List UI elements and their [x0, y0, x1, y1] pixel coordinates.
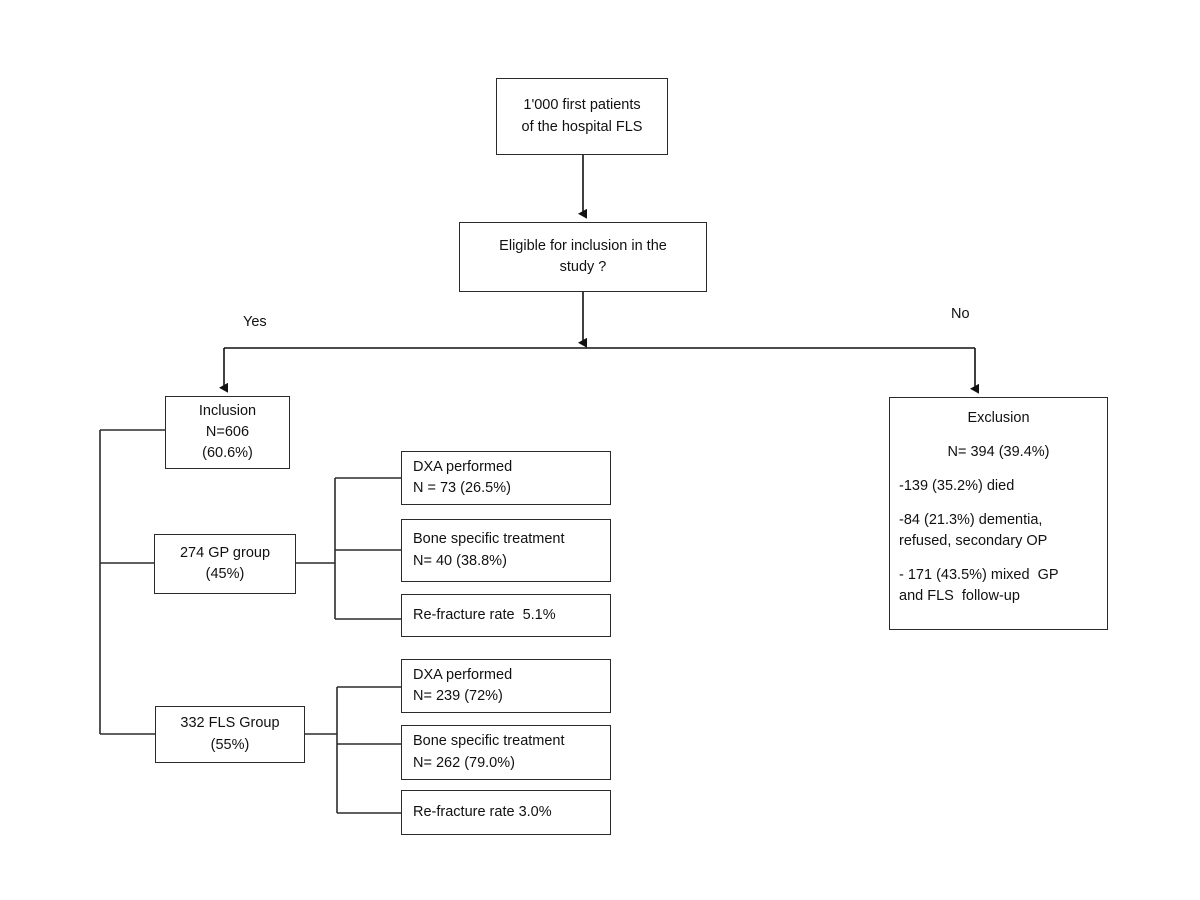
- inclusion-line-3: (60.6%): [202, 445, 253, 461]
- eligibility-line-2: study ?: [559, 259, 607, 275]
- exclusion-box: Exclusion N= 394 (39.4%) -139 (35.2%) di…: [889, 397, 1108, 630]
- fls-refracture-box: Re-fracture rate 3.0%: [401, 790, 611, 835]
- fls-dxa-line-1: DXA performed: [413, 666, 513, 683]
- inclusion-line-1: Inclusion: [198, 402, 257, 419]
- exclusion-total: N= 394 (39.4%): [947, 444, 1050, 461]
- exclusion-block-title: Exclusion: [890, 408, 1107, 429]
- cohort-box: 1'000 first patients of the hospital FLS: [496, 78, 668, 155]
- exclusion-mixed-line-2: and FLS follow-up: [899, 588, 1020, 605]
- gp-treatment-box: Bone specific treatment N= 40 (38.8%): [401, 519, 611, 582]
- fls-treatment-box: Bone specific treatment N= 262 (79.0%): [401, 725, 611, 780]
- fls-refracture-line-1: Re-fracture rate 3.0%: [413, 803, 552, 820]
- eligibility-line-1: Eligible for inclusion in the: [499, 237, 667, 254]
- fls-treatment-line-1: Bone specific treatment: [413, 733, 565, 750]
- exclusion-dementia-line-2: refused, secondary OP: [899, 533, 1048, 550]
- gp-refracture-box: Re-fracture rate 5.1%: [401, 594, 611, 637]
- edge-label-no: No: [951, 306, 970, 322]
- exclusion-block-dementia: -84 (21.3%) dementia, refused, secondary…: [890, 510, 1107, 552]
- exclusion-mixed-line-1: - 171 (43.5%) mixed GP: [899, 567, 1059, 584]
- fls-dxa-box: DXA performed N= 239 (72%): [401, 659, 611, 713]
- fls-group-line-1: 332 FLS Group: [180, 715, 280, 732]
- gp-treatment-line-2: N= 40 (38.8%): [413, 552, 507, 569]
- eligibility-decision-box: Eligible for inclusion in the study ?: [459, 222, 707, 292]
- gp-dxa-box: DXA performed N = 73 (26.5%): [401, 451, 611, 505]
- gp-group-line-2: (45%): [205, 566, 245, 582]
- edge-label-yes: Yes: [243, 314, 267, 330]
- cohort-line-2: of the hospital FLS: [521, 118, 643, 135]
- exclusion-dementia-line-1: -84 (21.3%) dementia,: [899, 512, 1043, 529]
- gp-group-box: 274 GP group (45%): [154, 534, 296, 594]
- inclusion-line-2: N=606: [205, 423, 250, 440]
- exclusion-title: Exclusion: [967, 410, 1030, 426]
- gp-group-line-1: 274 GP group: [179, 544, 271, 561]
- fls-group-line-2: (55%): [210, 736, 250, 753]
- gp-dxa-line-1: DXA performed: [413, 458, 513, 475]
- fls-dxa-line-2: N= 239 (72%): [413, 688, 503, 704]
- exclusion-died: -139 (35.2%) died: [899, 478, 1015, 495]
- gp-refracture-line-1: Re-fracture rate 5.1%: [413, 606, 556, 623]
- gp-dxa-line-2: N = 73 (26.5%): [413, 480, 511, 496]
- exclusion-block-total: N= 394 (39.4%): [890, 442, 1107, 463]
- fls-treatment-line-2: N= 262 (79.0%): [413, 754, 515, 771]
- exclusion-block-died: -139 (35.2%) died: [890, 476, 1107, 497]
- exclusion-block-mixed: - 171 (43.5%) mixed GP and FLS follow-up: [890, 565, 1107, 607]
- fls-group-box: 332 FLS Group (55%): [155, 706, 305, 763]
- gp-treatment-line-1: Bone specific treatment: [413, 531, 565, 548]
- cohort-line-1: 1'000 first patients: [523, 97, 641, 114]
- inclusion-box: Inclusion N=606 (60.6%): [165, 396, 290, 469]
